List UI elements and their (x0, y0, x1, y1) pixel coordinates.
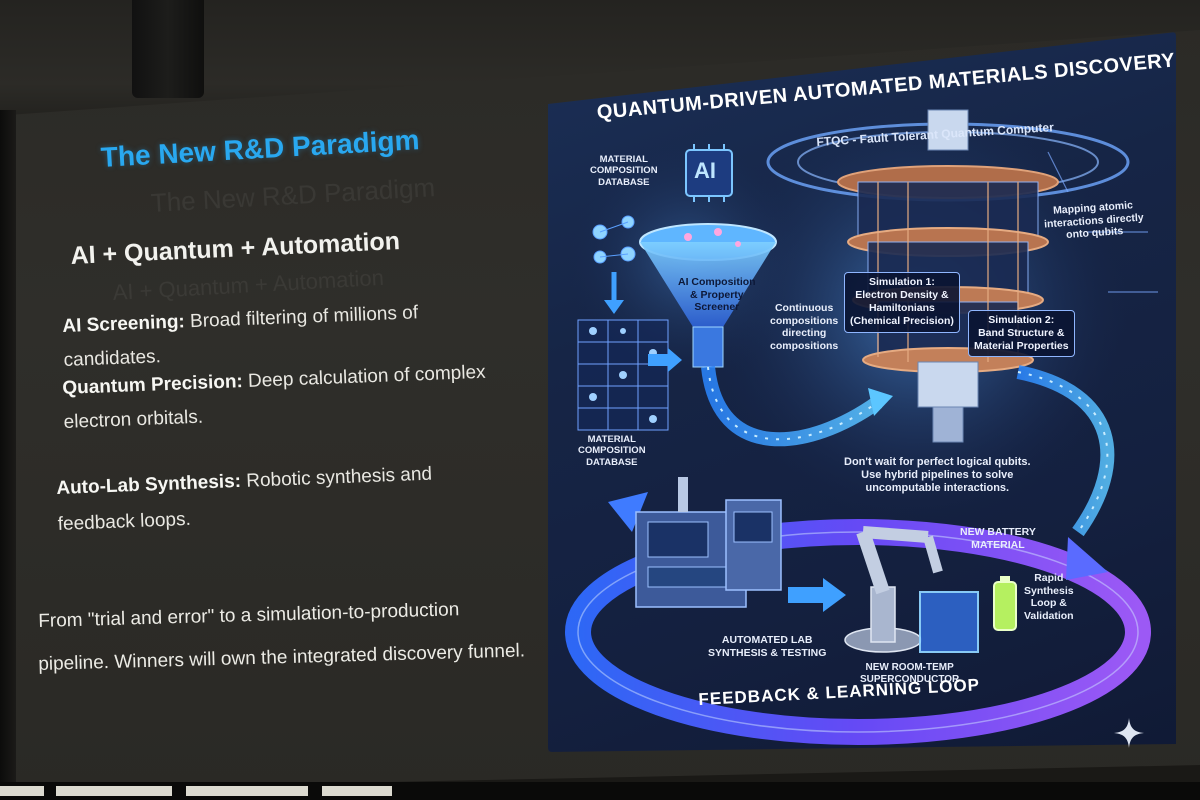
simulation-2-box: Simulation 2: Band Structure & Material … (968, 310, 1075, 358)
loop-arrow-left (608, 492, 648, 532)
floor-lights (0, 782, 1200, 800)
db-label-bottom: MATERIAL COMPOSITION DATABASE (578, 434, 646, 468)
molecules-icon (592, 215, 636, 264)
rapid-synthesis-label: Rapid Synthesis Loop & Validation (1024, 572, 1074, 622)
lab-label: AUTOMATED LAB SYNTHESIS & TESTING (708, 634, 827, 659)
ai-chip-label: AI (694, 158, 716, 183)
ai-chip-icon (685, 144, 733, 202)
simulation-1-box: Simulation 1: Electron Density & Hamilto… (844, 272, 960, 333)
db-label-top: MATERIAL COMPOSITION DATABASE (590, 154, 658, 188)
mapping-label: Mapping atomic interactions directly ont… (1043, 199, 1145, 242)
bullet-term: AI Screening: (62, 311, 186, 337)
quantum-computer-icon (837, 109, 1059, 443)
material-cube (919, 591, 979, 653)
loop-arrow-right (1066, 537, 1108, 580)
funnel-label: AI Composition & Property Screener (678, 276, 756, 314)
lab-machine-icon (635, 477, 782, 608)
hybrid-note: Don't wait for perfect logical qubits. U… (844, 456, 1031, 495)
infographic-panel: QUANTUM-DRIVEN AUTOMATED MATERIALS DISCO… (548, 32, 1176, 752)
battery-label: NEW BATTERY MATERIAL (960, 526, 1036, 551)
robot-arm-icon (844, 526, 943, 653)
superconductor-label: NEW ROOM-TEMP SUPERCONDUCTOR (860, 662, 960, 685)
screen-edge (0, 110, 16, 800)
battery-icon (993, 576, 1017, 631)
star-sparkle-icon (1114, 718, 1144, 748)
continuous-label: Continuous compositions directing compos… (770, 302, 839, 352)
funnel-icon (639, 223, 777, 368)
speaker (132, 0, 204, 98)
